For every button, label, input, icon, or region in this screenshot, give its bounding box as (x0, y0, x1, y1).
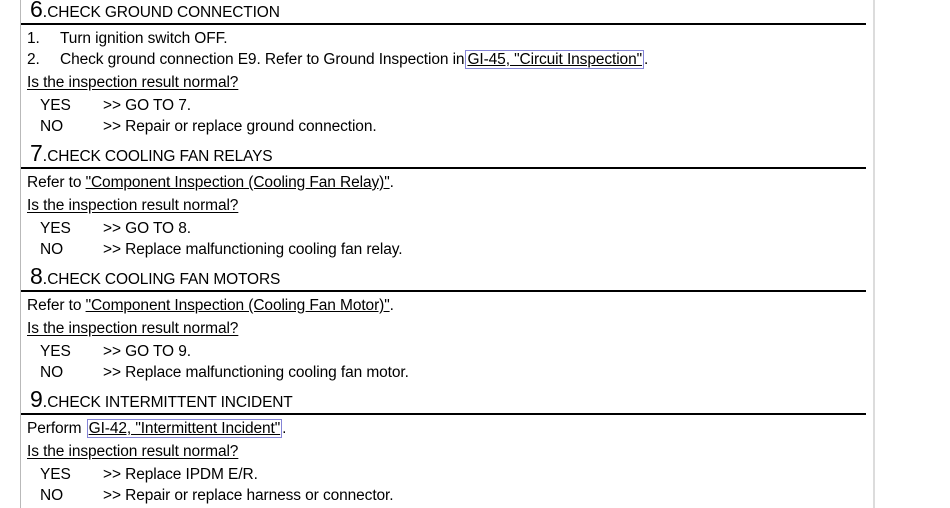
step-8-question-text: Is the inspection result normal? (27, 320, 239, 337)
step-6-list-item-1-number: 1. (27, 30, 40, 47)
step-6-question-text: Is the inspection result normal? (27, 74, 239, 91)
step-6-list-item-2-period: . (644, 51, 649, 68)
link-component-inspection-cooling-fan-motor[interactable]: "Component Inspection (Cooling Fan Motor… (85, 297, 390, 314)
link-gi-42-intermittent-incident[interactable]: GI-42, "Intermittent Incident" (86, 419, 283, 438)
step-6-number-dot: . (42, 2, 48, 21)
step-9-question-text: Is the inspection result normal? (27, 443, 239, 460)
step-7-number-dot: . (42, 146, 48, 165)
step-9-heading: 9.CHECK INTERMITTENT INCIDENT (21, 386, 873, 412)
step-9-refer-period: . (282, 420, 287, 437)
step-9-yes-label: YES (40, 466, 71, 483)
step-6-answer-yes: YES >> GO TO 7. (27, 95, 873, 116)
step-8-body: Refer to "Component Inspection (Cooling … (21, 295, 873, 383)
step-9-question: Is the inspection result normal? (27, 441, 873, 462)
step-6-divider (21, 23, 866, 25)
step-7-answer-no: NO >> Replace malfunctioning cooling fan … (27, 239, 873, 260)
step-6-heading: 6.CHECK GROUND CONNECTION (21, 0, 873, 22)
step-8-answer-yes: YES >> GO TO 9. (27, 341, 873, 362)
step-7-refer-prefix: Refer to (27, 174, 82, 191)
step-7-divider (21, 167, 866, 169)
step-7-question: Is the inspection result normal? (27, 195, 873, 216)
step-7-yes-label: YES (40, 220, 71, 237)
step-8-title: CHECK COOLING FAN MOTORS (47, 271, 281, 288)
step-9-answer-no: NO >> Repair or replace harness or connec… (27, 485, 873, 506)
step-8-question: Is the inspection result normal? (27, 318, 873, 339)
step-8-heading: 8.CHECK COOLING FAN MOTORS (21, 263, 873, 289)
step-8-number-dot: . (42, 269, 48, 288)
step-8-no-label: NO (40, 364, 64, 381)
link-component-inspection-cooling-fan-relay[interactable]: "Component Inspection (Cooling Fan Relay… (85, 174, 390, 191)
step-6-list-item-2-number: 2. (27, 51, 40, 68)
step-6-body: 1. Turn ignition switch OFF. 2. Check grou… (21, 28, 873, 137)
step-9-refer-line: Perform GI-42, "Intermittent Incident". (27, 418, 873, 439)
step-8-refer-line: Refer to "Component Inspection (Cooling … (27, 295, 873, 316)
step-8-answer-no: NO >> Replace malfunctioning cooling fan … (27, 362, 873, 383)
step-6-yes-action: >> GO TO 7. (103, 97, 191, 114)
step-7-number: 7 (30, 140, 43, 166)
step-7-refer-period: . (389, 174, 394, 191)
document-page: 6.CHECK GROUND CONNECTION 1.Turn ignitio… (20, 0, 875, 508)
step-6-yes-label: YES (40, 97, 71, 114)
step-6-no-action: >> Repair or replace ground connection. (103, 118, 377, 135)
step-8-no-action: >> Replace malfunctioning cooling fan mo… (103, 364, 409, 381)
procedure-step-7: 7.CHECK COOLING FAN RELAYS Refer to "Com… (21, 140, 873, 260)
step-7-no-label: NO (40, 241, 64, 258)
step-6-list-item-1-text: Turn ignition switch OFF. (60, 30, 228, 47)
step-9-no-label: NO (40, 487, 64, 504)
step-9-number: 9 (30, 386, 43, 412)
step-6-question: Is the inspection result normal? (27, 72, 873, 93)
step-7-no-action: >> Replace malfunctioning cooling fan re… (103, 241, 403, 258)
step-7-answer-yes: YES >> GO TO 8. (27, 218, 873, 239)
step-6-no-label: NO (40, 118, 64, 135)
step-9-divider (21, 413, 866, 415)
step-7-body: Refer to "Component Inspection (Cooling … (21, 172, 873, 260)
procedure-step-8: 8.CHECK COOLING FAN MOTORS Refer to "Com… (21, 263, 873, 383)
step-7-title: CHECK COOLING FAN RELAYS (47, 148, 273, 165)
step-7-refer-line: Refer to "Component Inspection (Cooling … (27, 172, 873, 193)
step-9-body: Perform GI-42, "Intermittent Incident". … (21, 418, 873, 506)
step-7-heading: 7.CHECK COOLING FAN RELAYS (21, 140, 873, 166)
step-6-number: 6 (30, 0, 43, 22)
step-8-divider (21, 290, 866, 292)
link-gi-45-circuit-inspection[interactable]: GI-45, "Circuit Inspection" (465, 50, 645, 69)
step-6-list-item-1: 1. Turn ignition switch OFF. (27, 28, 873, 49)
procedure-step-9: 9.CHECK INTERMITTENT INCIDENT Perform GI… (21, 386, 873, 506)
step-6-answer-no: NO >> Repair or replace ground connection… (27, 116, 873, 137)
step-9-yes-action: >> Replace IPDM E/R. (103, 466, 258, 483)
step-9-refer-prefix: Perform (27, 420, 82, 437)
step-6-list-item-2: 2. Check ground connection E9. Refer to G… (27, 49, 873, 70)
step-8-yes-label: YES (40, 343, 71, 360)
step-8-refer-period: . (389, 297, 394, 314)
step-6-title: CHECK GROUND CONNECTION (47, 4, 280, 21)
step-8-refer-prefix: Refer to (27, 297, 82, 314)
step-7-yes-action: >> GO TO 8. (103, 220, 191, 237)
procedure-step-6: 6.CHECK GROUND CONNECTION 1.Turn ignitio… (21, 0, 873, 137)
step-8-yes-action: >> GO TO 9. (103, 343, 191, 360)
step-9-number-dot: . (42, 392, 48, 411)
step-7-question-text: Is the inspection result normal? (27, 197, 239, 214)
step-6-list-item-2-text: Check ground connection E9. Refer to Gro… (60, 51, 465, 68)
document-content: 6.CHECK GROUND CONNECTION 1.Turn ignitio… (21, 0, 873, 506)
step-9-no-action: >> Repair or replace harness or connecto… (103, 487, 394, 504)
step-9-answer-yes: YES >> Replace IPDM E/R. (27, 464, 873, 485)
step-9-title: CHECK INTERMITTENT INCIDENT (47, 394, 293, 411)
step-8-number: 8 (30, 263, 43, 289)
